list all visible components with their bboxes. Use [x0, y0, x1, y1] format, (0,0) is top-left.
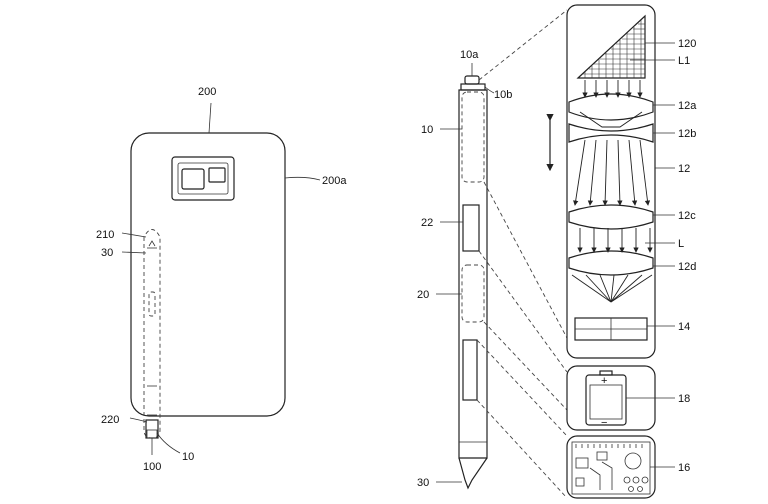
device-body	[130, 132, 286, 417]
light-rays	[571, 80, 653, 303]
lens-12d	[568, 250, 654, 276]
camera-module	[171, 156, 235, 201]
battery-panel	[566, 365, 656, 431]
label-220: 220	[101, 414, 119, 426]
label-16: 16	[678, 462, 690, 474]
stylus-slot	[143, 229, 161, 439]
battery-plus: +	[601, 375, 607, 387]
label-120: 120	[678, 38, 696, 50]
label-10b: 10b	[494, 89, 512, 101]
label-L1: L1	[678, 55, 690, 67]
label-10-mid: 10	[421, 124, 433, 136]
sensor-14	[574, 317, 648, 341]
label-L: L	[678, 238, 684, 250]
label-22: 22	[421, 217, 433, 229]
label-10a: 10a	[460, 49, 479, 61]
circuit-panel	[566, 435, 656, 499]
lens-12a	[568, 93, 654, 121]
battery-minus: −	[601, 417, 607, 429]
stylus-tip	[145, 419, 159, 439]
label-200: 200	[198, 86, 216, 98]
stylus-compartments	[461, 91, 485, 401]
lens-12c	[568, 204, 654, 230]
label-30-mid: 30	[417, 477, 429, 489]
label-12: 12	[678, 163, 690, 175]
label-12a: 12a	[678, 100, 697, 112]
stylus-pen	[458, 75, 488, 490]
label-100: 100	[143, 461, 161, 473]
optics-panel	[566, 4, 656, 359]
label-10-left: 10	[182, 451, 194, 463]
label-14: 14	[678, 321, 690, 333]
label-30-left: 30	[101, 247, 113, 259]
lens-12b	[568, 123, 654, 143]
label-20: 20	[417, 289, 429, 301]
grid-triangle	[576, 14, 646, 79]
label-12d: 12d	[678, 261, 696, 273]
label-200a: 200a	[322, 175, 347, 187]
label-12c: 12c	[678, 210, 696, 222]
label-18: 18	[678, 393, 690, 405]
label-12b: 12b	[678, 128, 696, 140]
label-210: 210	[96, 229, 114, 241]
